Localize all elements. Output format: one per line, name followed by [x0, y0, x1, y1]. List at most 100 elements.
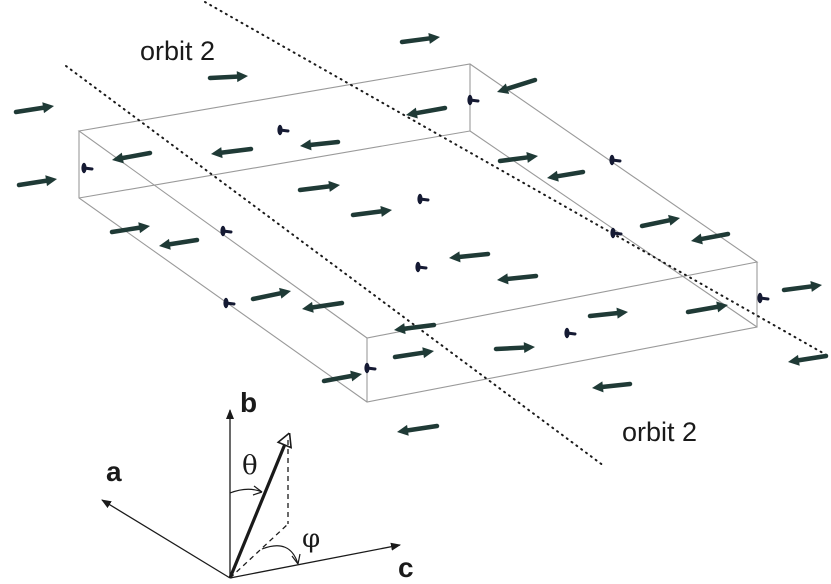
point-spin — [610, 227, 623, 239]
spin-arrow — [16, 175, 57, 188]
spin-arrow-shaft — [219, 146, 254, 155]
spin-arrow — [207, 71, 248, 83]
spin-arrow-head — [716, 301, 728, 313]
spin-arrow — [691, 231, 731, 245]
spin-arrow-head — [547, 170, 559, 182]
spin-arrow-head — [302, 301, 314, 313]
spin-arrow — [493, 342, 535, 354]
point-spin — [415, 261, 428, 273]
spin-arrow — [639, 214, 680, 229]
point-spin-head — [417, 193, 423, 205]
point-spin-head — [610, 227, 616, 239]
spin-arrow-shaft — [699, 231, 731, 242]
orbit-boundary-lower — [65, 65, 605, 467]
point-spins — [81, 94, 770, 374]
orbit-boundary-upper — [204, 1, 831, 358]
spin-arrow — [406, 105, 448, 119]
spin-arrow-head — [159, 238, 171, 250]
point-spin-head — [757, 292, 763, 304]
spin-arrow-head — [497, 83, 510, 94]
spin-arrow-shaft — [392, 350, 426, 360]
phi-arc — [261, 545, 299, 565]
spin-arrow — [394, 322, 437, 335]
spin-arrow — [350, 205, 392, 218]
spin-arrow — [112, 150, 153, 164]
spin-arrow — [302, 300, 345, 313]
spin-arrow-shaft — [167, 237, 200, 247]
projection-in-plane — [229, 523, 289, 579]
axis-b-label: b — [240, 387, 257, 418]
spin-arrow-head — [526, 151, 538, 163]
spin-arrow — [547, 169, 586, 182]
point-spin — [609, 154, 622, 166]
spin-arrow-head — [138, 222, 150, 234]
spin-arrow-shaft — [297, 184, 332, 193]
theta-arc-arrowhead — [252, 485, 263, 496]
spin-arrow-head — [691, 233, 703, 245]
spin-arrow — [587, 307, 628, 319]
spin-arrow-head — [788, 354, 800, 366]
spin-arrow-head — [300, 139, 312, 151]
spin-arrow-head — [211, 147, 223, 159]
spin-arrow-shaft — [308, 139, 341, 148]
point-spin-head — [564, 327, 570, 339]
spin-arrow-shaft — [457, 251, 491, 260]
spin-arrow — [781, 280, 822, 293]
point-spin-head — [81, 162, 87, 174]
spin-arrow-head — [45, 175, 57, 187]
axis-a-label: a — [106, 456, 122, 487]
spin-arrow-shaft — [796, 353, 829, 363]
spin-arrow-shaft — [207, 74, 240, 81]
spin-arrow — [788, 353, 829, 366]
spin-arrow — [13, 102, 54, 115]
spin-arrow-shaft — [505, 77, 538, 91]
point-spin-head — [223, 297, 229, 309]
spin-arrow-shaft — [587, 310, 620, 319]
spin-arrow-head — [406, 107, 418, 119]
spin-arrow-head — [350, 370, 362, 382]
spin-arrow — [592, 381, 633, 393]
spin-arrow — [211, 146, 254, 159]
spin-arrow — [109, 222, 150, 235]
spin-arrow — [397, 423, 440, 436]
spin-arrow — [497, 77, 538, 94]
spin-arrow — [297, 180, 340, 193]
spin-arrow-shaft — [250, 291, 283, 302]
spin-arrow — [497, 273, 539, 285]
spin-arrow-head — [428, 32, 440, 44]
spin-arrow-shaft — [310, 300, 345, 310]
spin-arrow-head — [380, 205, 392, 217]
phi-arc-arrowhead — [291, 553, 301, 565]
spin-arrow — [300, 139, 341, 151]
spin-arrow-shaft — [321, 373, 354, 384]
spin-arrow-head — [328, 180, 340, 192]
spin-arrows — [13, 32, 829, 436]
box-back-edge-left — [78, 130, 471, 199]
spin-arrow-shaft — [402, 322, 437, 331]
spin-arrow-shaft — [600, 381, 633, 390]
axis-a-line — [101, 499, 231, 579]
spin-arrow-shaft — [493, 345, 527, 352]
spin-arrow-shaft — [497, 155, 530, 164]
theta-arc — [229, 488, 263, 494]
spin-arrow-shaft — [109, 225, 142, 235]
spin-arrow-head — [397, 424, 409, 436]
point-spin — [81, 162, 94, 174]
spin-arrow-shaft — [685, 304, 720, 315]
spin-arrow-shaft — [781, 284, 814, 293]
spin-arrow — [321, 370, 362, 384]
theta-label: θ — [242, 451, 258, 481]
spin-arrow-shaft — [505, 273, 539, 282]
spin-arrow-head — [592, 381, 604, 393]
point-spin-head — [277, 124, 283, 136]
spin-arrow-shaft — [399, 36, 432, 45]
point-spin — [220, 225, 233, 237]
spin-arrow-head — [279, 287, 291, 299]
point-spin — [364, 362, 377, 374]
spin-arrow — [449, 251, 491, 263]
spin-arrow — [685, 301, 728, 315]
spin-arrow — [250, 287, 291, 302]
spin-arrow — [399, 32, 440, 45]
axis-c-label: c — [398, 552, 414, 583]
